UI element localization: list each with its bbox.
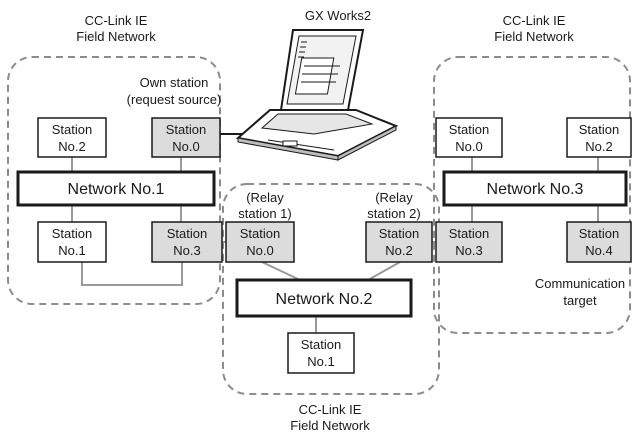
station-n3-no2: Station No.2 xyxy=(566,117,632,158)
svg-text:Station: Station xyxy=(379,226,419,241)
svg-text:Station: Station xyxy=(449,122,489,137)
network-box-1: Network No.1 xyxy=(16,170,216,207)
svg-text:Station: Station xyxy=(166,122,206,137)
zone-label-top-right-2: Field Network xyxy=(494,29,574,44)
svg-text:Network No.1: Network No.1 xyxy=(68,181,165,198)
zone-label-bottom-1: CC-Link IE xyxy=(299,402,362,417)
station-n3-no3: Station No.3 xyxy=(435,221,503,263)
svg-text:Network No.2: Network No.2 xyxy=(276,291,373,308)
svg-text:No.3: No.3 xyxy=(455,243,482,258)
svg-text:No.1: No.1 xyxy=(307,354,334,369)
svg-text:No.2: No.2 xyxy=(385,243,412,258)
station-n2-no0: Station No.0 xyxy=(225,221,295,263)
svg-text:Station: Station xyxy=(240,226,280,241)
zone-label-top-left-1: CC-Link IE xyxy=(85,13,148,28)
zone-network-3 xyxy=(433,56,631,334)
svg-text:No.0: No.0 xyxy=(246,243,273,258)
station-n3-no4: Station No.4 xyxy=(566,221,632,263)
svg-text:Station: Station xyxy=(301,337,341,352)
station-n1-no1: Station No.1 xyxy=(37,221,107,263)
svg-text:No.4: No.4 xyxy=(585,243,612,258)
station-n1-no2: Station No.2 xyxy=(37,117,107,158)
svg-text:Station: Station xyxy=(52,122,92,137)
station-n1-no3: Station No.3 xyxy=(151,221,223,263)
svg-text:Station: Station xyxy=(167,226,207,241)
relay-station-1-label-line1: (Relay xyxy=(246,190,284,205)
svg-text:Station: Station xyxy=(52,226,92,241)
station-n2-no2: Station No.2 xyxy=(365,221,433,263)
station-n3-no0: Station No.0 xyxy=(435,117,503,158)
svg-text:No.2: No.2 xyxy=(585,139,612,154)
communication-target-label-line1: Communication xyxy=(535,276,625,291)
relay-station-2-label-line2: station 2) xyxy=(367,206,420,221)
svg-text:Station: Station xyxy=(579,226,619,241)
svg-text:No.0: No.0 xyxy=(172,139,199,154)
svg-text:No.1: No.1 xyxy=(58,243,85,258)
zone-network-1 xyxy=(7,56,221,305)
relay-station-1-label-line2: station 1) xyxy=(238,206,291,221)
relay-station-2-label-line1: (Relay xyxy=(375,190,413,205)
connection-lines xyxy=(71,133,599,333)
zone-label-top-left-2: Field Network xyxy=(76,29,156,44)
svg-text:Network No.3: Network No.3 xyxy=(487,181,584,198)
zone-network-2 xyxy=(222,183,440,395)
network-box-2: Network No.2 xyxy=(235,278,413,318)
svg-text:No.0: No.0 xyxy=(455,139,482,154)
station-n1-no0: Station No.0 xyxy=(151,117,221,158)
zone-label-bottom-2: Field Network xyxy=(290,418,370,433)
network-box-3: Network No.3 xyxy=(442,170,628,207)
app-title: GX Works2 xyxy=(305,8,371,23)
own-station-label: Own station xyxy=(140,75,209,90)
svg-text:No.3: No.3 xyxy=(173,243,200,258)
svg-text:No.2: No.2 xyxy=(58,139,85,154)
zone-label-top-right-1: CC-Link IE xyxy=(503,13,566,28)
communication-target-label-line2: target xyxy=(563,293,597,308)
svg-text:Station: Station xyxy=(449,226,489,241)
laptop-icon xyxy=(235,29,399,161)
svg-text:Station: Station xyxy=(579,122,619,137)
request-source-label: (request source) xyxy=(127,92,222,107)
station-n2-no1: Station No.1 xyxy=(287,332,355,374)
